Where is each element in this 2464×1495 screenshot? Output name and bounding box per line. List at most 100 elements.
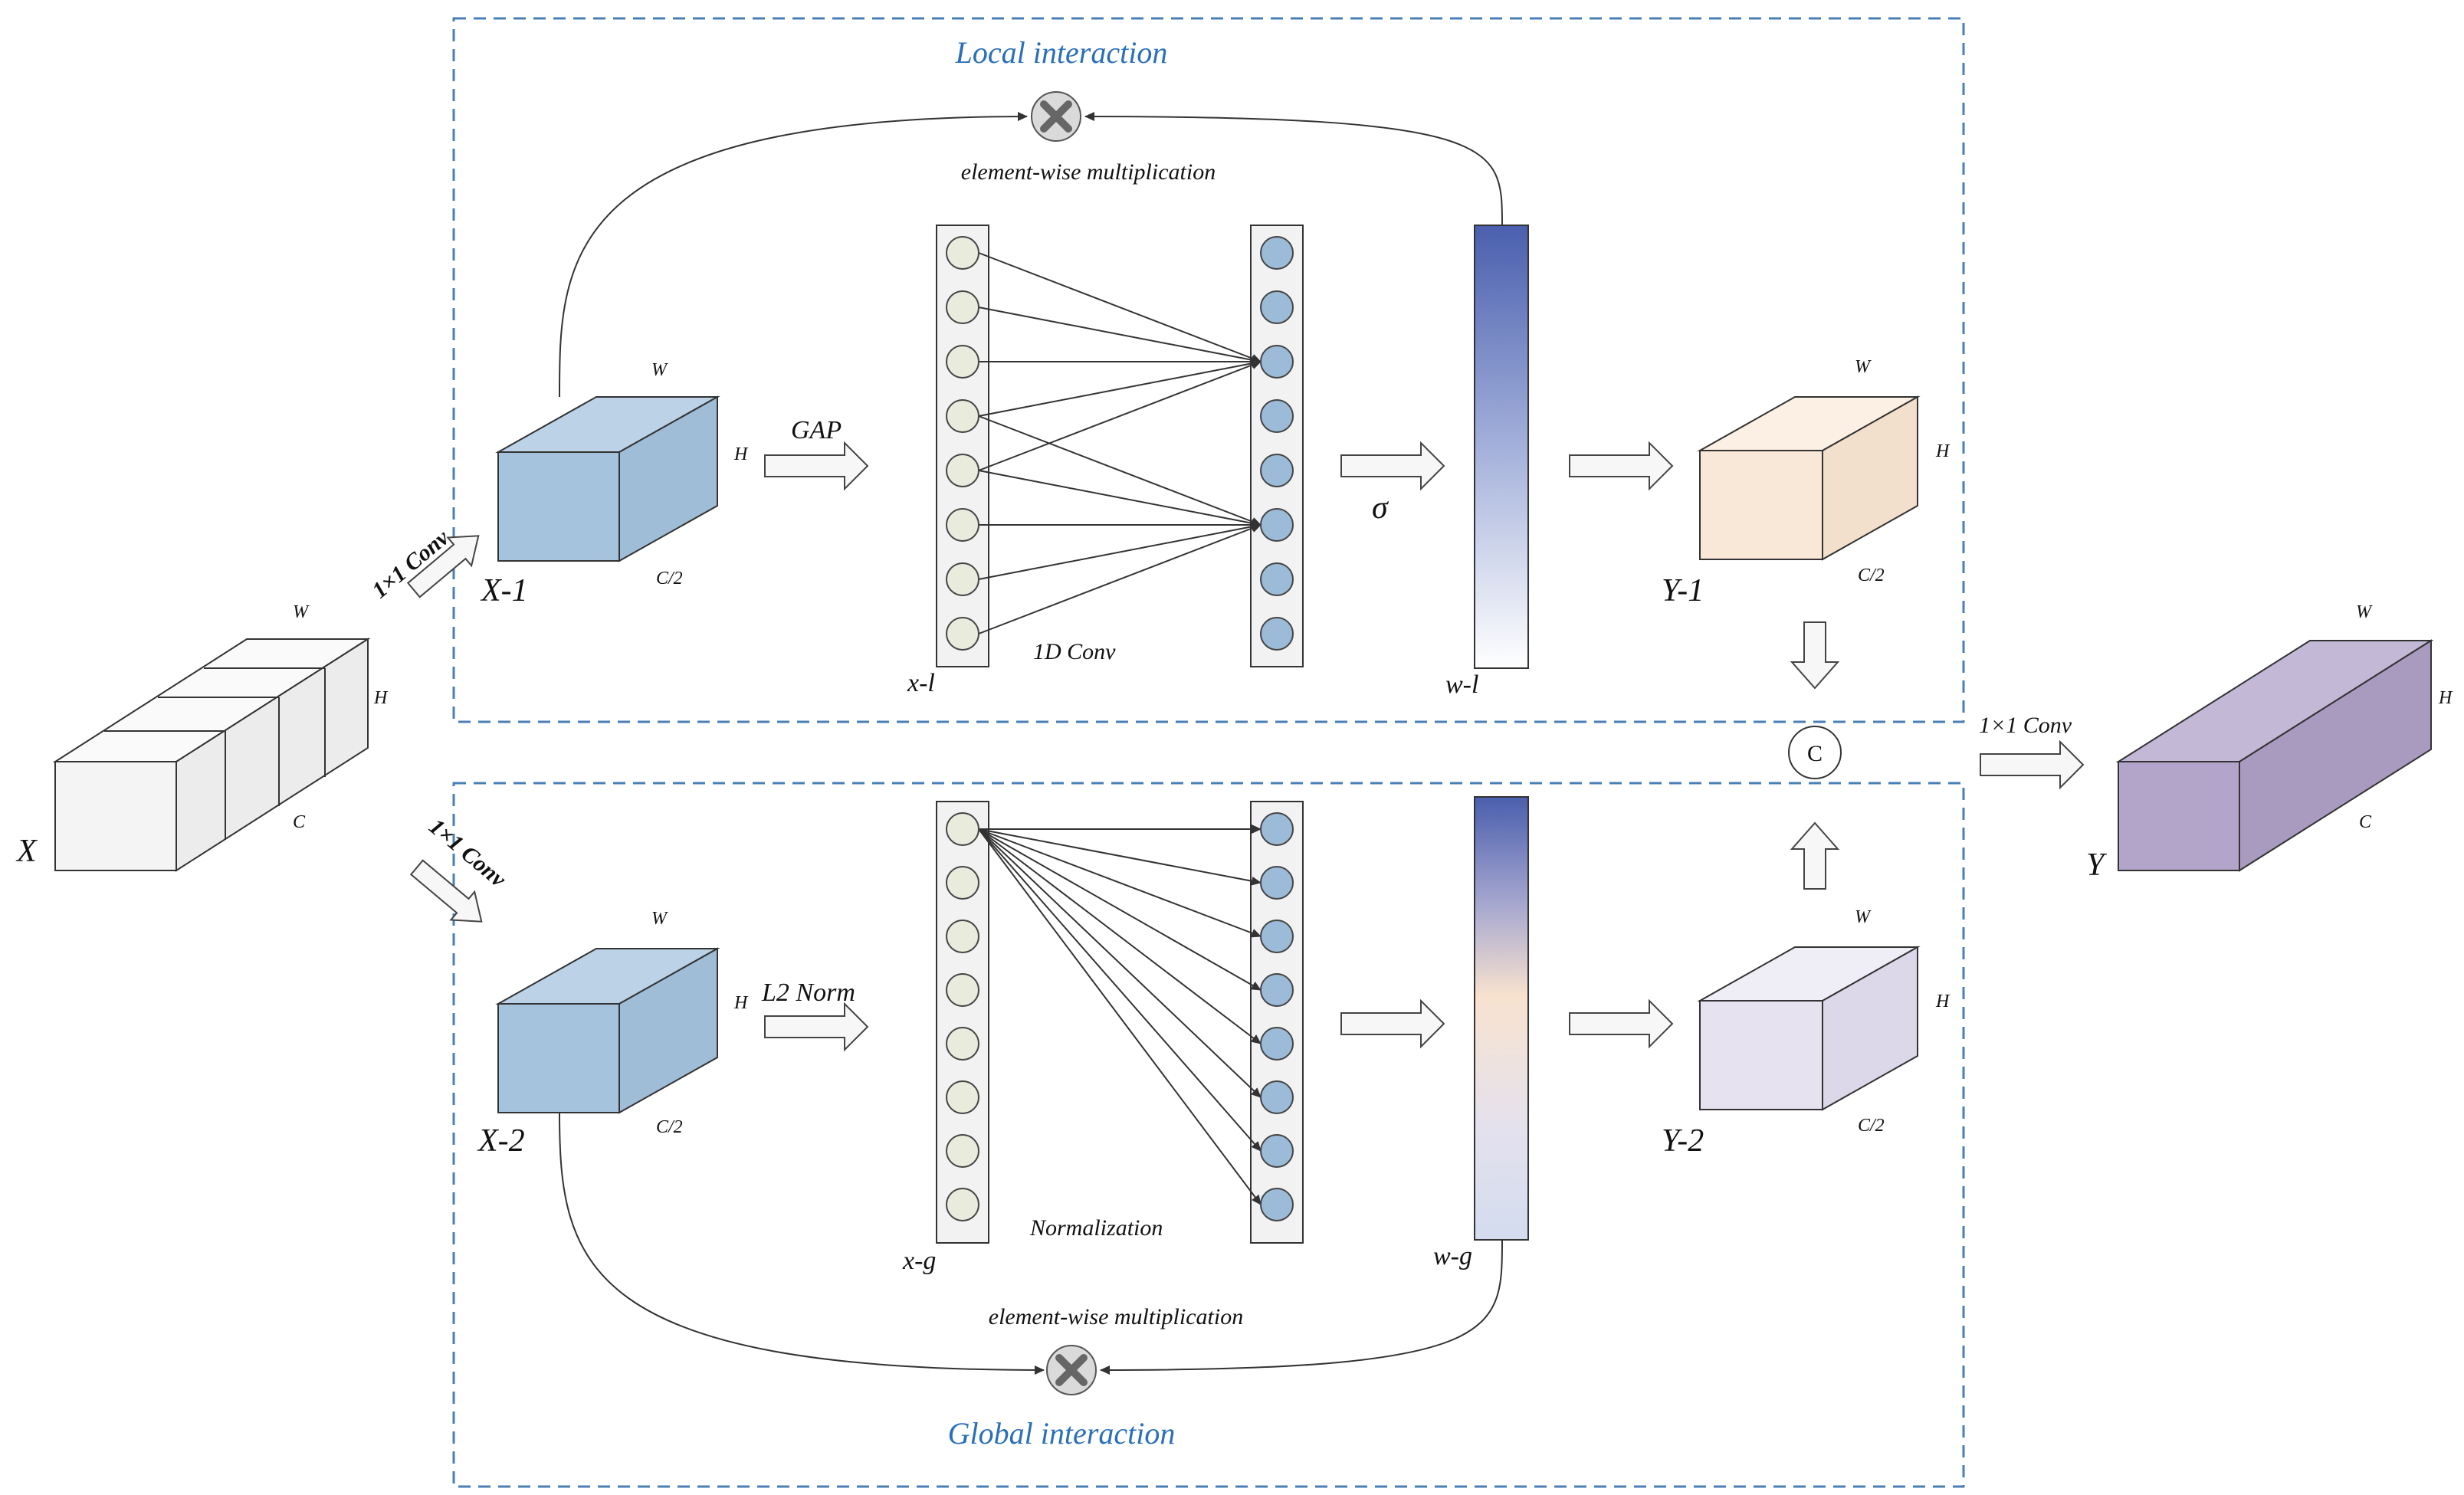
gap-arrow: [764, 441, 869, 491]
normalization-edge: [978, 828, 1262, 886]
conv-out-label: 1×1 Conv: [1979, 713, 2072, 738]
local-output-node: [1260, 617, 1294, 651]
tensor-y1-w: W: [1855, 357, 1872, 377]
global-interaction-title: Global interaction: [948, 1416, 1176, 1451]
normalization-edge: [978, 828, 1262, 1205]
local-interaction-title: Local interaction: [955, 35, 1168, 70]
xg-node: [946, 1080, 979, 1114]
conv1d-edge: [978, 523, 1262, 634]
xg-node: [946, 1134, 979, 1168]
xl-node: [946, 508, 979, 542]
local-output-node: [1260, 290, 1294, 324]
global-output-node: [1260, 920, 1294, 953]
tensor-x-name: X: [15, 834, 38, 869]
global-interaction-region: [452, 782, 1965, 1488]
conv1d-connections: [978, 252, 1262, 634]
xl-node: [946, 399, 979, 433]
tensor-x2-h: H: [733, 993, 749, 1013]
normalization-edge: [978, 828, 1262, 1044]
global-output-node: [1260, 866, 1294, 900]
to-y2-arrow: [1569, 998, 1674, 1049]
ewm-bottom-return: [1100, 1239, 1503, 1375]
conv1d-edge: [978, 360, 1262, 471]
xl-node: [946, 454, 979, 487]
ewm-bottom-label: element-wise multiplication: [989, 1304, 1243, 1329]
conv-arrow-top: [406, 535, 480, 598]
l2norm-arrow: [764, 1002, 869, 1052]
tensor-y1-c: C/2: [1858, 566, 1885, 585]
tensor-y2-w: W: [1855, 907, 1872, 927]
tensor-x-c: C: [293, 812, 306, 832]
concat-label: C: [1807, 741, 1823, 766]
sigma-label: σ: [1372, 490, 1389, 526]
vector-xl-label: x-l: [907, 669, 935, 697]
tensor-y1-name: Y-1: [1662, 573, 1704, 608]
global-output-node: [1260, 1134, 1294, 1168]
local-output-node: [1260, 345, 1294, 379]
normalization-edge: [978, 828, 1262, 991]
conv1d-edge: [978, 307, 1262, 365]
xg-node: [946, 920, 979, 953]
tensor-y-h: H: [2438, 688, 2453, 708]
local-output-node: [1260, 236, 1294, 270]
y2-up-arrow: [1790, 821, 1840, 890]
normalization-edge: [978, 828, 1262, 938]
multiply-node-bottom: [1046, 1345, 1097, 1395]
gap-label: GAP: [791, 416, 842, 444]
normalization-edge: [978, 828, 1262, 1098]
local-output-node: [1260, 562, 1294, 596]
tensor-x1-h: H: [733, 444, 749, 464]
conv1d-label: 1D Conv: [1033, 639, 1116, 664]
tensor-y2-c: C/2: [1858, 1116, 1885, 1136]
to-y1-arrow: [1569, 441, 1674, 491]
xl-node: [946, 236, 979, 270]
xl-node: [946, 562, 979, 596]
local-output-node: [1260, 508, 1294, 542]
tensor-x2: [495, 947, 720, 1114]
conv1d-edge: [978, 522, 1262, 580]
ewm-bottom-path: [559, 1112, 1045, 1375]
sigma-arrow: [1340, 441, 1445, 491]
tensor-x1-w: W: [651, 360, 668, 380]
tensor-x2-name: X-2: [477, 1123, 525, 1159]
conv1d-edge: [978, 252, 1262, 363]
tensor-x1-name: X-1: [480, 573, 528, 608]
tensor-y-name: Y: [2086, 847, 2108, 883]
local-output-node: [1260, 454, 1294, 487]
local-output-node: [1260, 399, 1294, 433]
global-output-node: [1260, 973, 1294, 1007]
conv1d-edge: [978, 470, 1262, 528]
global-output-node: [1260, 1027, 1294, 1061]
tensor-y2: [1697, 946, 1921, 1111]
ewm-top-return: [1084, 112, 1503, 226]
conv1d-edge: [978, 415, 1262, 526]
tensor-x-h: H: [373, 688, 389, 708]
normalization-connections: [978, 825, 1262, 1205]
normalization-label: Normalization: [1029, 1215, 1163, 1241]
concat-node: [1788, 726, 1842, 779]
conv-arrow-bottom: [409, 859, 483, 923]
vector-wl-label: w-l: [1445, 670, 1478, 699]
xl-node: [946, 290, 979, 324]
xl-node: [946, 345, 979, 379]
normalization-edge: [978, 828, 1262, 1152]
tensor-y-w: W: [2356, 602, 2373, 622]
local-interaction-region: [452, 17, 1965, 723]
xg-node: [946, 812, 979, 846]
vector-nodes: [946, 236, 1294, 1221]
tensor-x2-w: W: [651, 909, 668, 929]
tensor-y-c: C: [2359, 812, 2372, 832]
tensor-y: [2115, 639, 2434, 872]
multiply-node-top: [1031, 91, 1081, 142]
ewm-top-label: element-wise multiplication: [961, 159, 1216, 185]
ewm-top-path: [559, 112, 1028, 398]
xg-node: [946, 866, 979, 900]
weight-bar-wg: [1474, 796, 1529, 1241]
y1-down-arrow: [1790, 621, 1840, 690]
vector-xg-label: x-g: [902, 1247, 936, 1275]
weight-bar-wl: [1474, 225, 1529, 669]
l2norm-label: L2 Norm: [761, 979, 855, 1007]
xg-node: [946, 1027, 979, 1061]
tensor-y2-name: Y-2: [1662, 1123, 1704, 1159]
